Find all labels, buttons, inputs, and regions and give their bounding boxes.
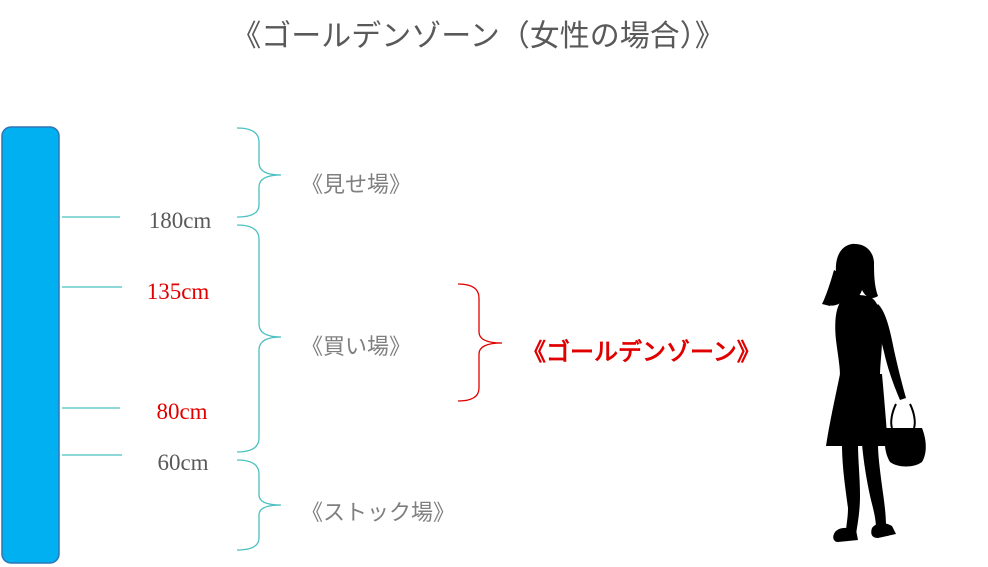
zone-label-show: 《見せ場》 [301, 173, 411, 198]
zone-label-stock: 《ストック場》 [301, 501, 455, 526]
handbag-icon [884, 403, 926, 467]
brace-golden-zone [457, 283, 503, 402]
brace-show-zone [236, 127, 282, 218]
height-label-80: 80cm [156, 399, 207, 424]
zone-label-buy: 《買い場》 [301, 335, 411, 360]
zone-label-golden: 《ゴールデンゾーン》 [522, 338, 761, 366]
brace-stock-zone [236, 459, 282, 551]
height-label-180: 180cm [149, 208, 212, 233]
height-label-60: 60cm [157, 450, 208, 475]
brace-buy-zone [236, 224, 282, 453]
page-title: 《ゴールデンゾーン（女性の場合）》 [231, 19, 725, 54]
height-label-135: 135cm [147, 279, 210, 304]
woman-silhouette-icon [822, 243, 906, 542]
shelf-bar [1, 126, 60, 564]
